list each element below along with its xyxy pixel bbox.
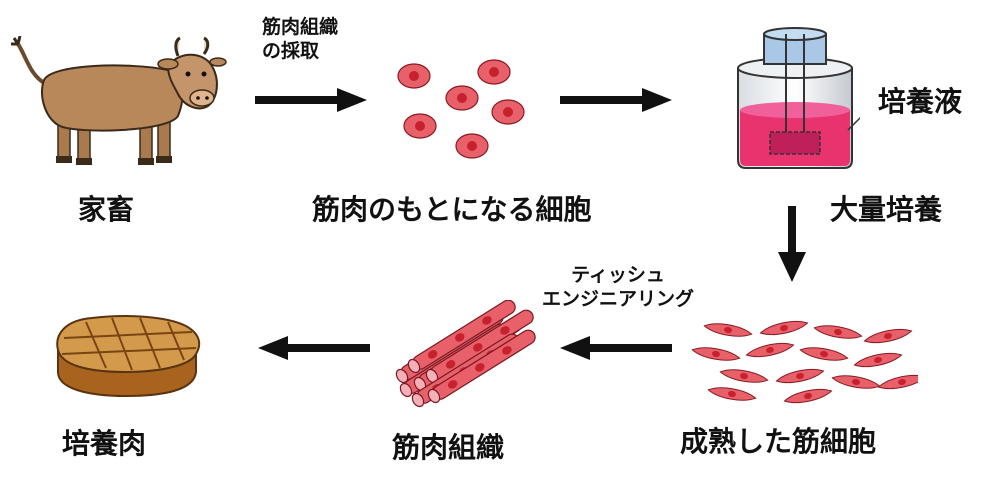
precursor-cells-label: 筋肉のもとになる細胞 [312,193,592,226]
meat-icon [46,310,206,400]
arrow-right-icon [255,88,367,112]
muscle-tissue-label: 筋肉組織 [392,431,505,464]
cow-icon [8,36,228,166]
cells-icon [390,50,540,170]
livestock-label: 家畜 [78,193,135,226]
cell-harvest-label: 筋肉組織 の採取 [262,16,339,62]
arrow-left-icon [258,336,370,360]
tissue-engineering-label: ティッシュ エンジニアリング [542,264,695,310]
cultured-meat-label: 培養肉 [62,427,147,460]
culture-medium-label: 培養液 [878,85,963,118]
muscle-bundle-icon [392,300,542,410]
elongated-cells-icon [688,320,918,404]
arrow-left-icon [560,336,672,360]
mass-culture-label: 大量培養 [830,193,943,226]
arrow-right-icon [560,88,672,112]
bioreactor-icon [730,20,860,172]
mature-cells-label: 成熟した筋細胞 [680,425,877,458]
arrow-down-icon [778,206,806,282]
